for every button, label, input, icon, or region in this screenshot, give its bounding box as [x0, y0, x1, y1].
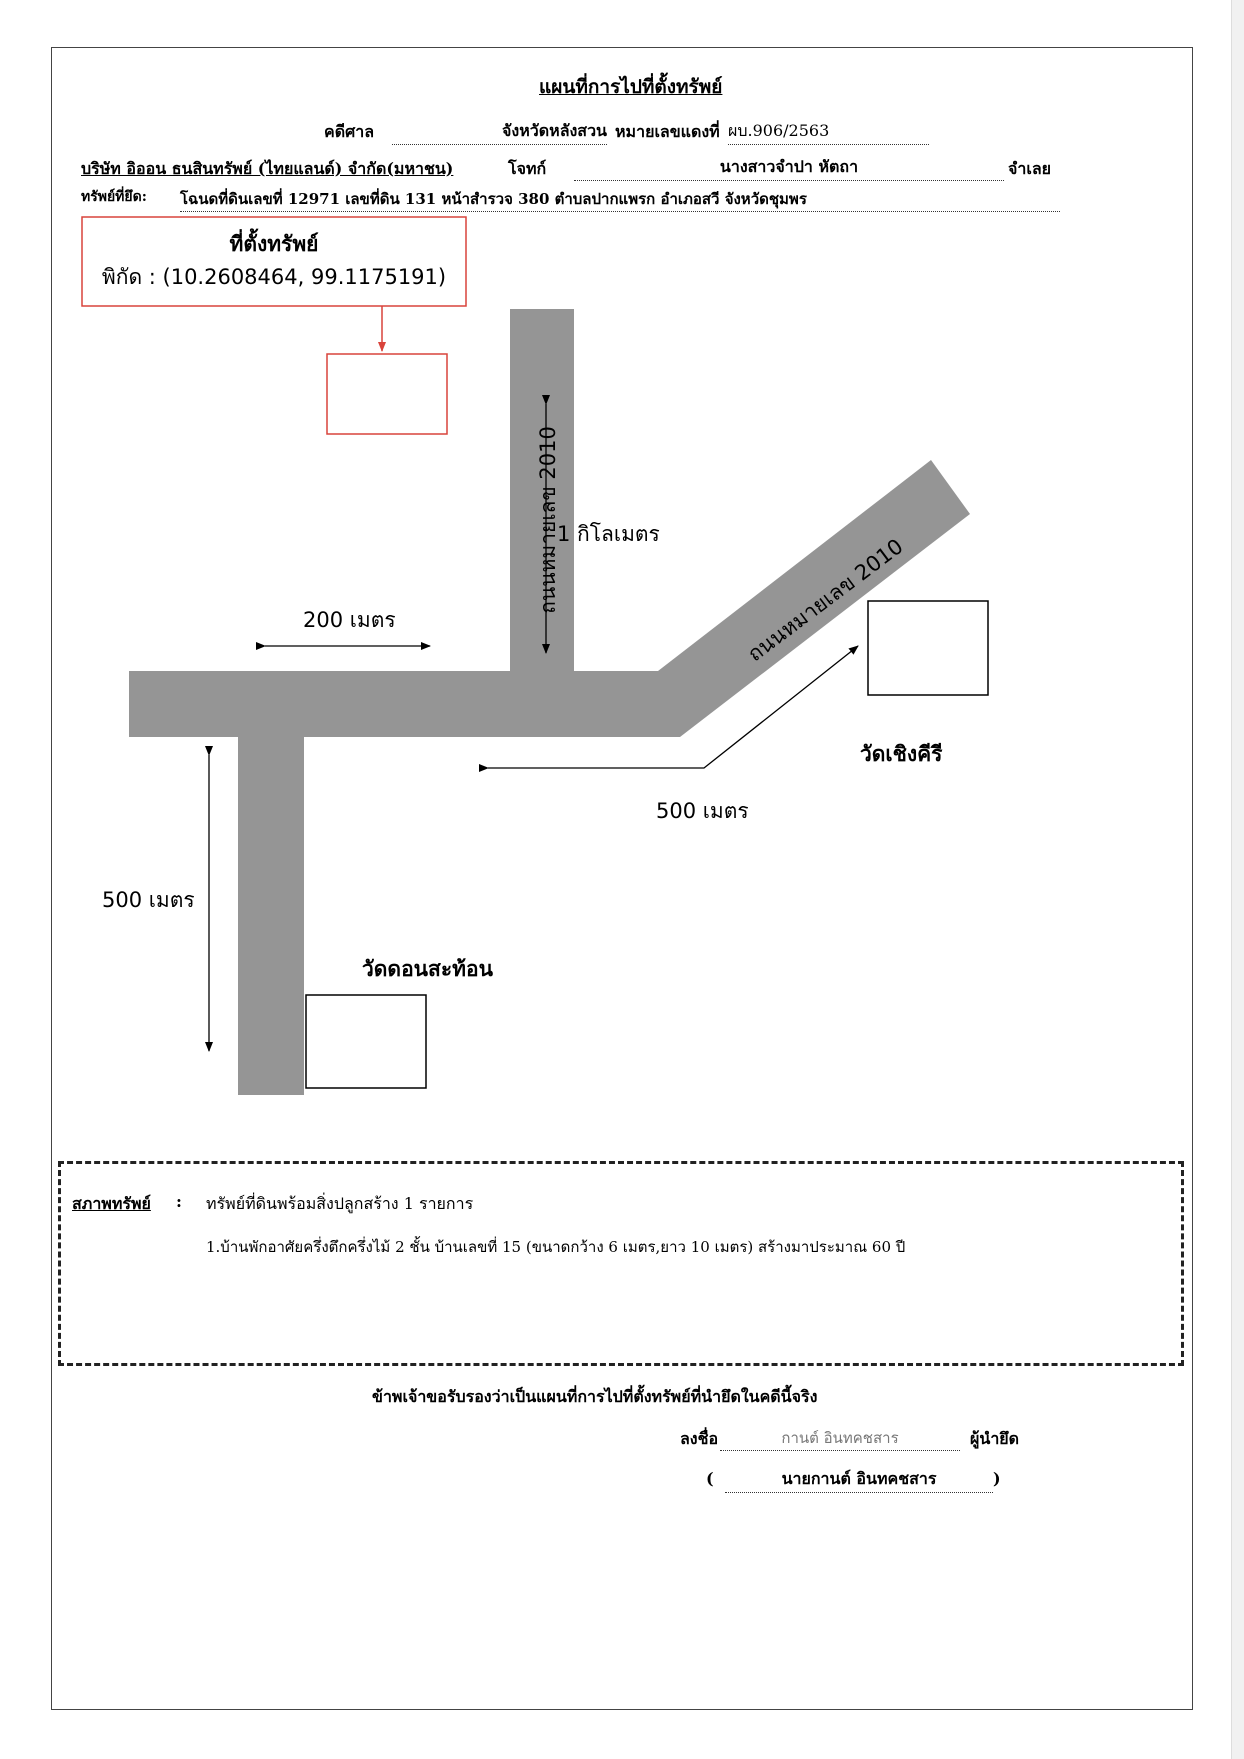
condition-colon: : [176, 1192, 182, 1211]
close-paren: ) [993, 1469, 1001, 1488]
location-title: ที่ตั้งทรัพย์ [229, 232, 319, 256]
open-paren: ( [706, 1469, 714, 1488]
distance-200m-label: 200 เมตร [303, 608, 396, 632]
court-value: จังหวัดหลังสวน [392, 119, 607, 145]
temple-2-box [305, 994, 427, 1089]
plaintiff-name: บริษัท อิออน ธนสินทรัพย์ (ไทยแลนด์) จำกั… [81, 159, 454, 178]
distance-1km-label: 1 กิโลเมตร [557, 522, 660, 546]
certification-text: ข้าพเจ้าขอรับรองว่าเป็นแผนที่การไปที่ตั้… [372, 1387, 818, 1406]
temple-1-label: วัดเชิงคีรี [860, 742, 943, 766]
temple-1-box [867, 600, 989, 696]
seized-value: โฉนดที่ดินเลขที่ 12971 เลขที่ดิน 131 หน้… [180, 187, 1060, 212]
distance-500m-east-label: 500 เมตร [656, 799, 749, 823]
road-vertical-label: ถนนหมายเลข 2010 [536, 426, 560, 614]
scrollbar[interactable] [1231, 0, 1244, 1759]
red-case-value: ผบ.906/2563 [728, 119, 929, 145]
defendant-label: จำเลย [1008, 159, 1052, 178]
condition-item-1: 1.บ้านพักอาศัยครึ่งตึกครึ่งไม้ 2 ชั้น บ้… [206, 1238, 906, 1256]
court-label: คดีศาล [324, 122, 375, 141]
signer-role: ผู้นำยึด [970, 1429, 1020, 1448]
arrow-500m-east [479, 645, 859, 772]
road-horizontal [129, 671, 663, 737]
property-location-box [326, 353, 448, 435]
document-page: แผนที่การไปที่ตั้งทรัพย์ คดีศาล จังหวัดห… [51, 47, 1193, 1710]
distance-500m-south-label: 500 เมตร [102, 888, 195, 912]
condition-label: สภาพทรัพย์ [72, 1194, 151, 1213]
condition-box [58, 1161, 1184, 1366]
temple-2-label: วัดดอนสะท้อน [362, 957, 493, 981]
defendant-name: นางสาวจำปา หัตถา [574, 155, 1004, 181]
road-vertical-south [238, 732, 304, 1095]
signature: กานต์ อินทคชสาร [720, 1426, 960, 1451]
route-map: ถนนหมายเลข 2010 ถนนหมายเลข 2010 [81, 216, 989, 1095]
seized-label: ทรัพย์ที่ยึด: [81, 189, 147, 205]
plaintiff-label: โจทก์ [508, 159, 547, 178]
location-callout-box [81, 216, 467, 307]
red-case-label: หมายเลขแดงที่ [615, 122, 720, 141]
sign-label: ลงชื่อ [680, 1429, 719, 1448]
page-title: แผนที่การไปที่ตั้งทรัพย์ [539, 76, 723, 98]
condition-summary: ทรัพย์ที่ดินพร้อมสิ่งปลูกสร้าง 1 รายการ [206, 1194, 474, 1213]
location-coordinates: พิกัด : (10.2608464, 99.1175191) [101, 265, 447, 289]
printed-name: นายกานต์ อินทคชสาร [725, 1467, 993, 1493]
